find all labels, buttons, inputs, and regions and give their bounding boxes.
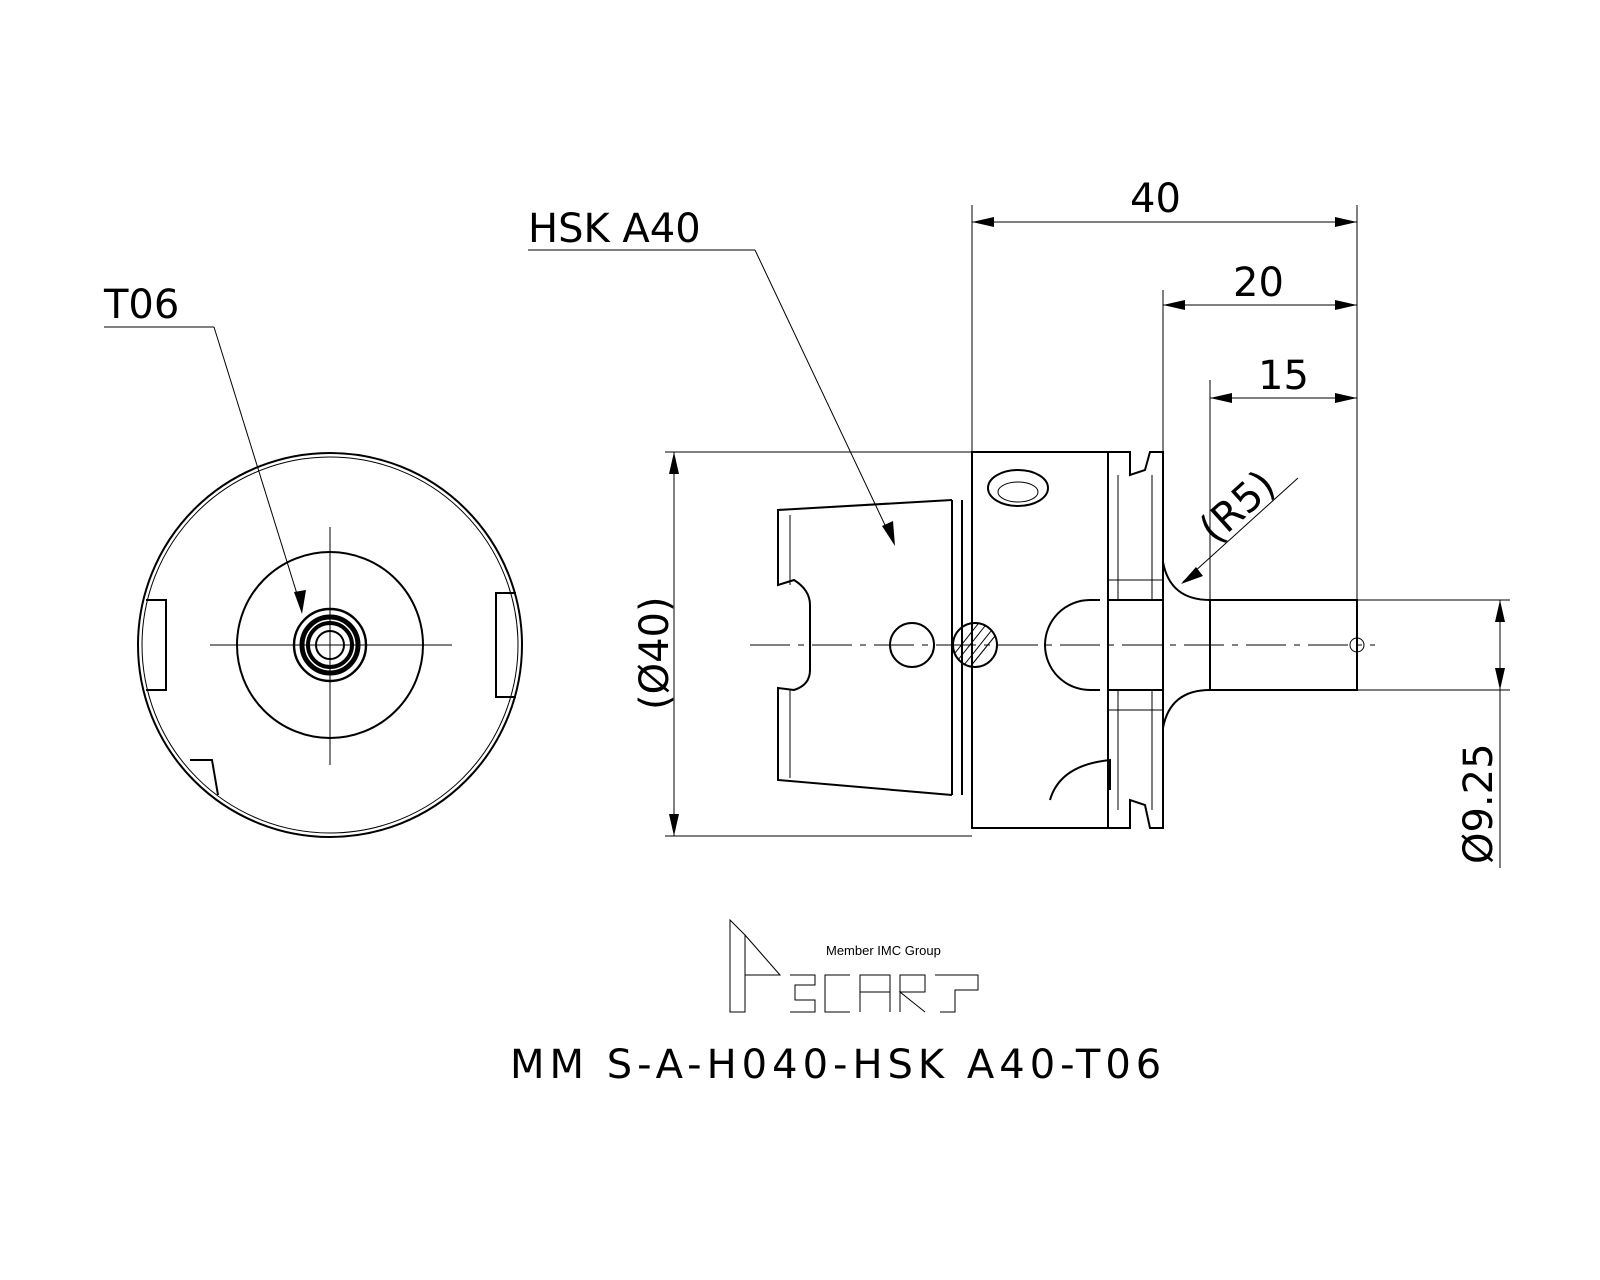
dim-15-arrow-left [1210,393,1232,403]
dim-r5-leader [1182,477,1299,583]
logo-mark-a [859,974,891,1012]
part-number: MM S-A-H040-HSK A40-T06 [510,1042,1166,1088]
t06-leader-line [213,326,303,611]
end-view: T06 [103,282,523,838]
logo-mark-bar [935,974,979,1013]
dim-15-arrow-right [1335,393,1357,403]
dim-d925-text: Ø9.25 [1456,743,1502,864]
dim-40-arrow-right [1335,217,1357,227]
end-view-orientation-notch [190,759,219,796]
side-view: HSK A40 [528,206,1375,829]
end-view-drive-slot-right [495,592,516,698]
dim-d925-arrow-bottom [1495,668,1505,690]
dim-40-arrow-left [972,217,994,227]
logo-mark-i [729,918,746,1013]
logo-mark-s [790,974,816,1013]
dim-r5-text: (R5) [1191,462,1285,553]
end-view-outer-circle [137,452,523,838]
iscar-logo: iscar Member IMC Group [729,918,979,1013]
logo-mark-swoosh [744,934,782,976]
logo-mark-c [824,974,850,1013]
dim-15-text: 15 [1258,353,1309,399]
logo-mark-r [898,974,926,1013]
logo-tagline: Member IMC Group [826,943,941,958]
dim-d40-arrow-top [669,452,679,474]
t06-label: T06 [103,282,179,328]
end-view-outer-circle-inner [141,456,519,834]
hsk-leader-arrowhead [882,521,895,546]
flange-top-hole-inner [997,481,1039,503]
dim-r5-arrowhead [1181,567,1203,584]
dim-d40-text: (Ø40) [632,596,678,710]
v-groove-outline [1108,451,1164,829]
dim-20-text: 20 [1233,260,1284,306]
hsk-leader-line [754,249,894,543]
flange-top-hole [987,469,1049,507]
flange-bottom-notch [1049,758,1111,801]
end-view-drive-slot-left [146,599,167,691]
dim-d925-arrow-top [1495,600,1505,622]
dim-d40-arrow-bottom [669,814,679,836]
t06-leader-arrowhead [294,590,306,614]
flange-coolant-bore [1044,599,1100,691]
dim-20-arrow-right [1335,300,1357,310]
dim-40-text: 40 [1130,176,1181,222]
shank-radius-fillet-bottom [1162,689,1211,729]
dim-20-arrow-left [1163,300,1185,310]
shank-radius-fillet-top [1162,561,1211,601]
hsk-taper-outline [777,499,953,796]
dimensions: 40 20 15 (R5) (Ø40) Ø9.25 [632,176,1510,868]
hsk-a40-label: HSK A40 [528,206,701,252]
shank-end-pin [1349,637,1365,653]
